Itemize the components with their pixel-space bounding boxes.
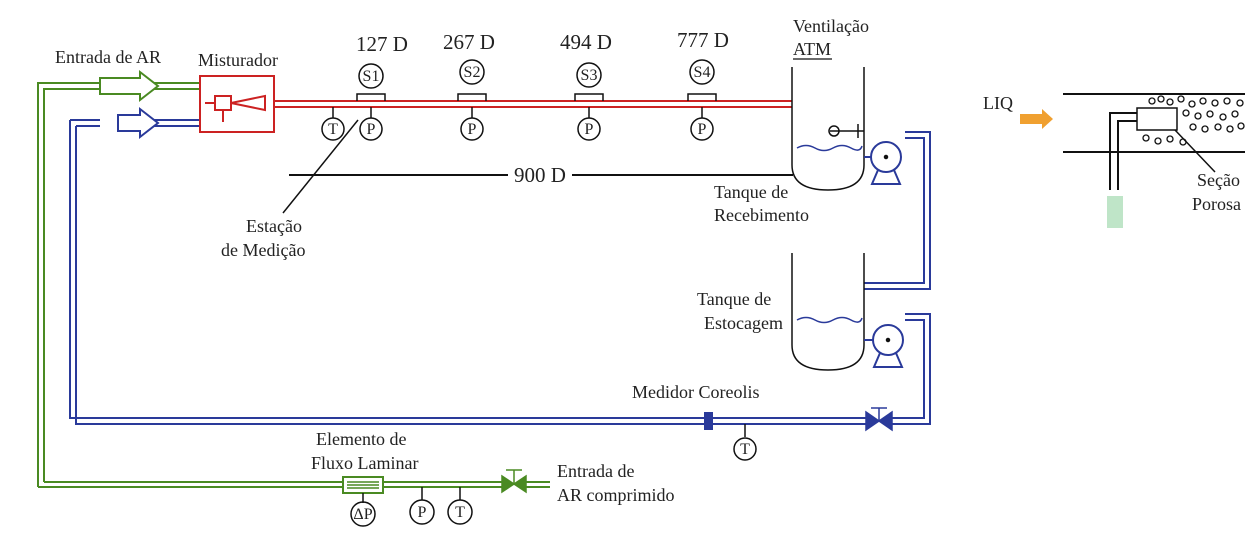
coriolis-temperature-label: T	[740, 441, 750, 458]
compressed-air-label-line2: AR comprimido	[557, 485, 675, 505]
station-1-distance: 127 D	[356, 32, 408, 56]
receiving-tank-label-line1: Tanque de	[714, 182, 788, 202]
air-temperature-gauge-label: T	[455, 504, 465, 521]
air-inlet-arrow	[99, 69, 160, 103]
laminar-element-label-line1: Elemento de	[316, 429, 406, 449]
station-3-distance: 494 D	[560, 30, 612, 54]
porous-section-detail	[1020, 93, 1245, 228]
storage-tank-label-line2: Estocagem	[704, 313, 783, 333]
station-1-label: S1	[363, 68, 380, 85]
liquid-valve	[865, 407, 893, 432]
coriolis-meter	[704, 412, 757, 461]
pressure-gauge-3-label: P	[585, 121, 594, 138]
station-3-label: S3	[581, 67, 598, 84]
liq-arrow	[1020, 109, 1053, 129]
mixer-label: Misturador	[198, 50, 278, 70]
porous-section-label-line2: Porosa	[1192, 194, 1241, 214]
liquid-inlet-arrow	[117, 106, 160, 140]
air-inlet-label: Entrada de AR	[55, 47, 161, 67]
station-2-label: S2	[464, 64, 481, 81]
total-length-label: 900 D	[514, 163, 566, 187]
liq-label: LIQ	[983, 93, 1013, 113]
storage-tank-label-line1: Tanque de	[697, 289, 771, 309]
pressure-gauge-1-label: P	[367, 121, 376, 138]
station-4-label: S4	[694, 64, 711, 81]
receiving-tank-label-line2: Recebimento	[714, 205, 809, 225]
delta-p-gauge-label: ΔP	[353, 506, 372, 523]
compressed-air-label-line1: Entrada de	[557, 461, 634, 481]
coriolis-meter-label: Medidor Coreolis	[632, 382, 760, 402]
pressure-gauge-4-label: P	[698, 121, 707, 138]
vent-label-line2: ATM	[793, 39, 831, 59]
storage-pump	[864, 324, 904, 368]
mixture-line	[274, 100, 792, 108]
mixer	[199, 75, 275, 133]
air-pressure-gauge-label: P	[418, 504, 427, 521]
liquid-line	[69, 119, 931, 425]
bubbles	[1142, 95, 1245, 146]
porous-section-label-line1: Seção	[1197, 170, 1240, 190]
measurement-station-label-line1: Estação	[246, 216, 302, 236]
station-2-distance: 267 D	[443, 30, 495, 54]
receiving-tank	[791, 67, 865, 191]
temperature-gauge-label: T	[328, 121, 338, 138]
storage-tank	[791, 253, 865, 371]
vent-label-line1: Ventilação	[793, 16, 869, 36]
laminar-flow-element	[342, 476, 384, 527]
measurement-station-label-line2: de Medição	[221, 240, 305, 260]
air-valve	[501, 469, 527, 494]
pressure-gauge-2-label: P	[468, 121, 477, 138]
air-gauges	[409, 487, 473, 525]
laminar-element-label-line2: Fluxo Laminar	[311, 453, 418, 473]
station-4-distance: 777 D	[677, 28, 729, 52]
air-inflow-arrow	[1107, 196, 1123, 228]
measurement-stations	[282, 59, 717, 214]
receiving-pump	[864, 141, 902, 185]
air-line	[37, 82, 550, 488]
